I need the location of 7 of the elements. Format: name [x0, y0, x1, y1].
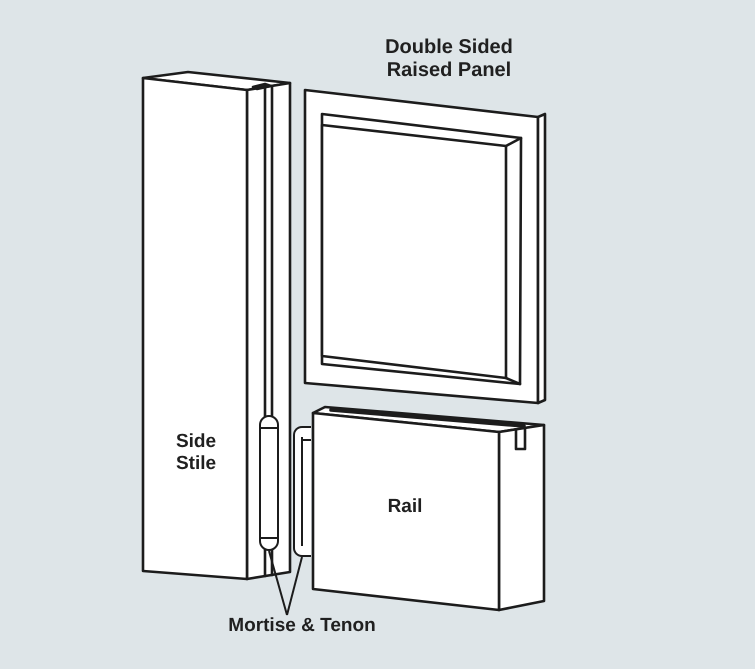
part-label: Double Sided Raised Panel	[384, 36, 514, 82]
mortise-slot	[259, 415, 279, 551]
leader-line	[268, 550, 288, 616]
part-label: Rail	[388, 496, 422, 518]
callout-label: Mortise & Tenon	[228, 615, 376, 637]
tenon	[293, 426, 311, 557]
part-label: Side Stile	[174, 431, 218, 475]
